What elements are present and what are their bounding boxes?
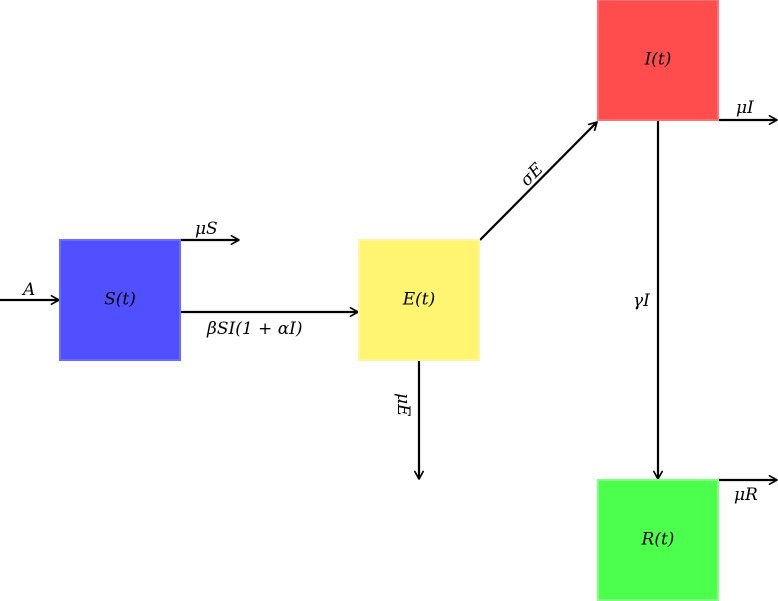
node-exposed: E(t)	[358, 239, 480, 361]
progression-arrow-E-I	[479, 121, 598, 241]
death-label-I: μI	[736, 98, 754, 118]
infected-label: I(t)	[644, 50, 672, 70]
susceptible-box	[59, 239, 181, 361]
recovered-label: R(t)	[641, 530, 675, 550]
death-label-E: μE	[393, 393, 413, 417]
infected-box	[597, 0, 719, 121]
death-label-S: μS	[195, 219, 218, 239]
node-infected: I(t)	[597, 0, 719, 121]
node-recovered: R(t)	[597, 479, 719, 601]
exposed-label: E(t)	[402, 290, 436, 310]
exposed-box	[358, 239, 480, 361]
inflow-label-S: A	[21, 280, 35, 300]
infection-label-S-E: βSI(1 + αI)	[206, 319, 303, 339]
susceptible-label: S(t)	[104, 290, 136, 310]
node-susceptible: S(t)	[59, 239, 181, 361]
progression-label-E-I: σE	[516, 159, 548, 191]
death-label-R: μR	[734, 485, 758, 505]
recovered-box	[597, 479, 719, 601]
recovery-label-I-R: γI	[633, 291, 650, 311]
arrows	[0, 115, 778, 485]
